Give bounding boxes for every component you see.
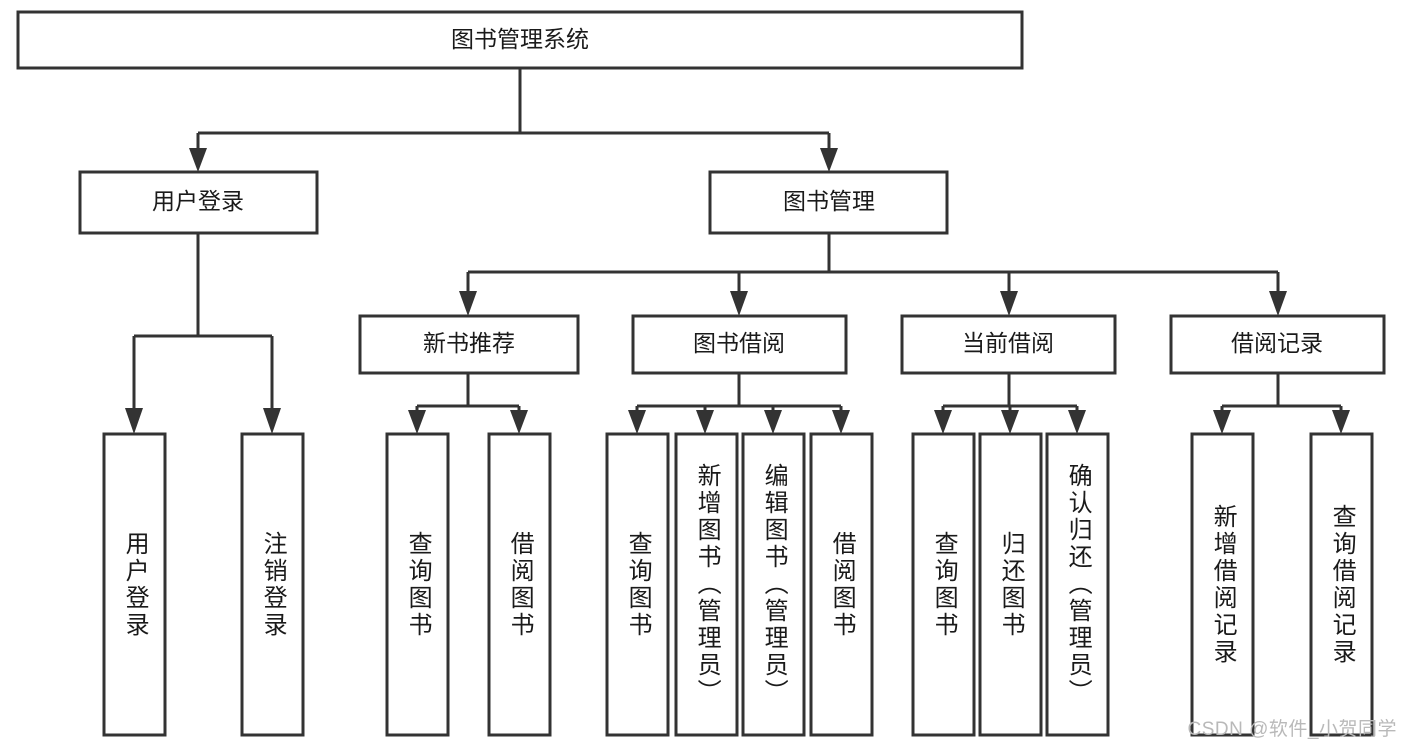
node-label-root: 图书管理系统 — [451, 26, 589, 52]
node-box-leaf-confirm-return[interactable] — [1045, 432, 1110, 737]
node-label-book-management: 图书管理 — [783, 188, 875, 214]
arrow-head-leaf-add-book — [696, 410, 714, 434]
node-label-borrow-record: 借阅记录 — [1231, 330, 1323, 356]
arrow-head-new-book-recommend — [459, 291, 477, 316]
node-box-book-borrow[interactable] — [631, 314, 848, 375]
arrow-head-leaf-query-book-3 — [934, 410, 952, 434]
node-box-leaf-query-book-2[interactable] — [605, 432, 670, 737]
node-box-new-book-recommend[interactable] — [358, 314, 580, 375]
watermark-text: CSDN @软件_小贺同学 — [1187, 719, 1397, 740]
node-box-leaf-add-book[interactable] — [674, 432, 739, 737]
node-box-leaf-borrow-book-1[interactable] — [487, 432, 552, 737]
node-label-book-borrow: 图书借阅 — [693, 330, 785, 356]
node-box-book-management[interactable] — [708, 170, 949, 235]
node-label-current-borrow: 当前借阅 — [962, 330, 1054, 356]
node-label-new-book-recommend: 新书推荐 — [423, 330, 515, 356]
arrow-head-leaf-query-book-1 — [408, 410, 426, 434]
node-box-leaf-edit-book[interactable] — [741, 432, 806, 737]
arrow-head-leaf-confirm-return — [1068, 410, 1086, 434]
node-box-borrow-record[interactable] — [1169, 314, 1386, 375]
connector-layer — [125, 68, 1350, 434]
node-box-leaf-logout[interactable] — [240, 432, 305, 737]
arrow-head-leaf-borrow-book-2 — [832, 410, 850, 434]
arrow-head-bookmgmt — [820, 148, 838, 172]
node-box-leaf-query-book-1[interactable] — [385, 432, 450, 737]
arrow-head-leaf-query-record — [1332, 410, 1350, 434]
arrow-head-borrow-record — [1269, 291, 1287, 316]
node-box-root[interactable] — [16, 10, 1024, 70]
node-box-leaf-query-record[interactable] — [1309, 432, 1374, 737]
arrow-head-leaf-borrow-book-1 — [510, 410, 528, 434]
node-box-leaf-return-book[interactable] — [978, 432, 1043, 737]
node-box-leaf-add-record[interactable] — [1190, 432, 1255, 737]
arrow-head-userlogin — [189, 148, 207, 172]
arrow-head-leaf-add-record — [1213, 410, 1231, 434]
arrow-head-leaf-return-book — [1001, 410, 1019, 434]
arrow-head-leaf-query-book-2 — [628, 410, 646, 434]
node-label-user-login: 用户登录 — [152, 188, 244, 214]
arrow-head-book-borrow — [730, 291, 748, 316]
arrow-head-leaf-user-login — [125, 408, 143, 434]
horizontal-label-layer: 图书管理系统 用户登录 图书管理 新书推荐 图书借阅 当前借阅 借阅记录 — [152, 26, 1323, 356]
arrow-head-current-borrow — [1000, 291, 1018, 316]
node-box-leaf-query-book-3[interactable] — [911, 432, 976, 737]
node-box-user-login[interactable] — [78, 170, 319, 235]
arrow-head-leaf-edit-book — [764, 410, 782, 434]
arrow-head-leaf-logout — [263, 408, 281, 434]
node-box-current-borrow[interactable] — [900, 314, 1117, 375]
node-box-leaf-user-login[interactable] — [102, 432, 167, 737]
node-box-leaf-borrow-book-2[interactable] — [809, 432, 874, 737]
node-layer — [16, 10, 1386, 737]
